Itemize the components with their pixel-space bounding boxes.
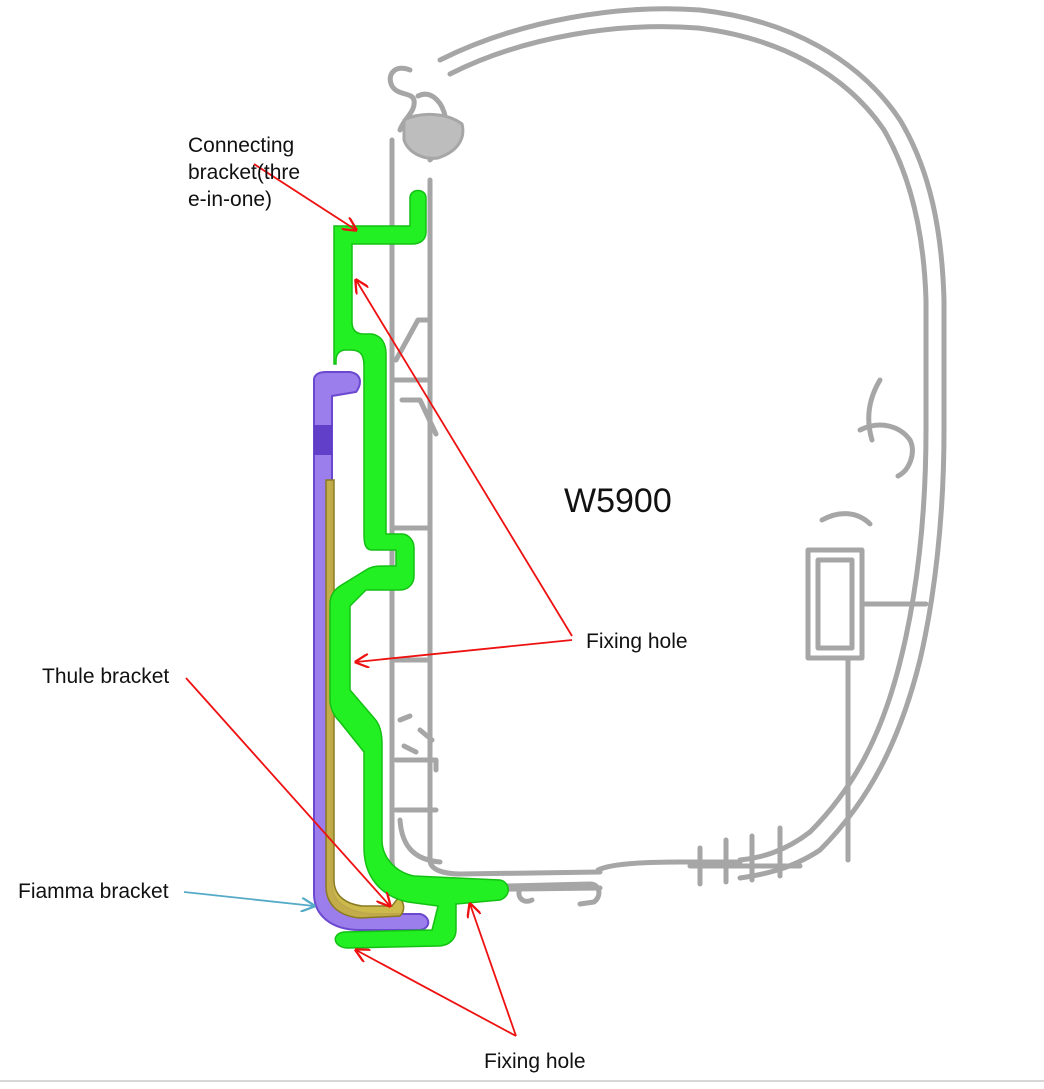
case-left-wall-inner (427, 177, 603, 877)
shell-rib-3 (819, 511, 873, 527)
bottom-divider (0, 1080, 1044, 1082)
leader-fiamma-bracket (183, 891, 314, 906)
leader-lines (183, 163, 573, 1037)
leader-thule-bracket (185, 677, 390, 906)
bottom-cap (595, 859, 743, 873)
thule-bracket-label: Thule bracket (42, 665, 170, 688)
leader-fixing-hole-mid (356, 639, 573, 662)
thule-bracket-body (325, 479, 405, 919)
case-rib-f (397, 713, 435, 755)
front-rail-inner (815, 557, 855, 651)
outer-shell-inner (447, 24, 929, 863)
fiamma-bracket-dark-band (314, 425, 332, 455)
shell-rib-1 (857, 422, 915, 479)
outer-shell-outer (437, 6, 947, 881)
fixing-hole-right-label: Fixing hole (586, 630, 688, 653)
case-rib-i (397, 817, 443, 865)
fixing-hole-bottom-label: Fixing hole (484, 1050, 586, 1073)
leader-connecting-bracket (253, 163, 356, 230)
thule-bracket (325, 479, 405, 919)
leader-fixing-hole-top (356, 280, 573, 637)
shell-rib-2 (866, 377, 883, 443)
case-rib-g (393, 757, 439, 773)
case-rib-b (393, 317, 431, 363)
bottom-hook-small (516, 885, 535, 904)
fiamma-bracket-label: Fiamma bracket (18, 880, 169, 903)
front-rail (805, 547, 865, 661)
leader-fixing-hole-bottom-right (470, 904, 517, 1037)
awning-case-profile (387, 6, 947, 907)
leader-fixing-hole-bottom-left (356, 950, 517, 1037)
bottom-ribs (687, 825, 803, 887)
top-cap-fill (402, 113, 465, 160)
connecting-bracket-label: Connecting bracket(thre e-in-one) (188, 134, 301, 211)
connecting-bracket-body (329, 189, 509, 949)
bottom-rail (503, 881, 602, 907)
top-hook (387, 65, 417, 133)
case-rib-c (399, 397, 439, 437)
model-label: W5900 (564, 482, 672, 520)
connecting-bracket (329, 189, 509, 949)
